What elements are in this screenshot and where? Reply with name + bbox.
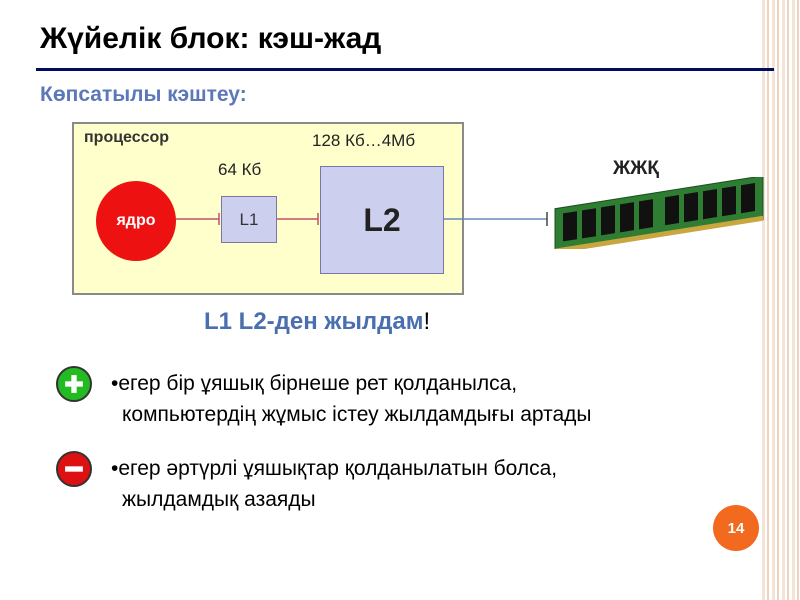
title-divider [36, 68, 774, 71]
core-circle: ядро [96, 181, 176, 261]
minus-icon [56, 451, 92, 487]
page-number: 14 [727, 519, 745, 537]
l2-label: L2 [363, 201, 401, 238]
l2-cache-box: L2 [320, 166, 444, 274]
speed-callout: L1 L2-ден жылдам! [204, 308, 430, 336]
plus-icon [56, 366, 92, 402]
slide-title: Жүйелік блок: кэш-жад [40, 22, 382, 55]
bullet-disadvantage-line1: •егер әртүрлі ұяшықтар қолданылатын болс… [111, 457, 558, 480]
ram-module-icon [554, 177, 764, 249]
slide-subtitle: Көпсатылы кэштеу: [40, 83, 247, 106]
processor-label: процессор [84, 129, 170, 146]
ram-label: ЖЖҚ [613, 158, 659, 179]
l2-capacity-label: 128 Кб…4Мб [312, 131, 416, 150]
bullet-advantage-line2: компьютердің жұмыс істеу жылдамдығы арта… [122, 403, 592, 426]
bullet-advantage: •егер бір ұяшық бірнеше рет қолданылса, … [111, 368, 592, 430]
l1-cache-box: L1 [221, 196, 277, 243]
bullet-advantage-line1: •егер бір ұяшық бірнеше рет қолданылса, [111, 372, 518, 395]
l1-capacity-label: 64 Кб [218, 160, 262, 179]
callout-text: L1 L2-ден жылдам [204, 308, 424, 335]
l1-label: L1 [239, 209, 259, 229]
core-label: ядро [116, 212, 156, 229]
page-number-badge: 14 [713, 505, 759, 551]
bullet-disadvantage-line2: жылдамдық азаяды [122, 488, 316, 511]
decorative-stripes [762, 0, 800, 600]
bullet-disadvantage: •егер әртүрлі ұяшықтар қолданылатын болс… [111, 453, 557, 515]
callout-exclamation: ! [423, 308, 431, 335]
